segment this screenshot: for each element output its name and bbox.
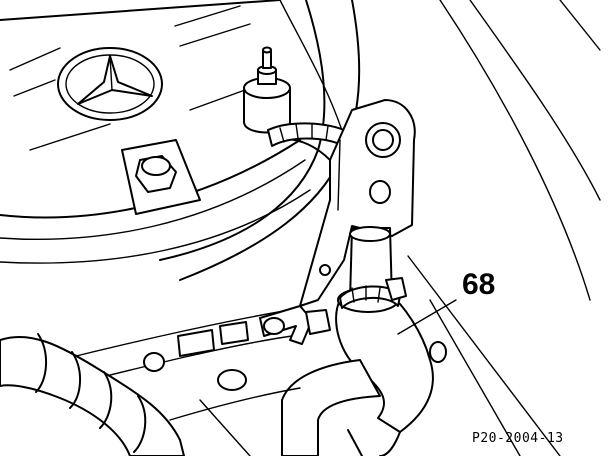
corrugated-hose [0, 333, 185, 456]
hose-clamp-upper [267, 122, 349, 147]
star-logo [57, 47, 163, 121]
lower-pipe [349, 226, 393, 301]
callout-number: 68 [462, 268, 496, 301]
strap-and-bolt [259, 305, 447, 363]
right-edge-lines [407, 255, 561, 456]
vacuum-valve [243, 46, 291, 134]
figure-code: P20-2004-13 [472, 431, 564, 446]
engine-cover [0, 0, 346, 264]
hood-edge-lines [439, 0, 601, 301]
cover-bolt [121, 139, 201, 215]
mounting-bracket [299, 99, 416, 307]
hose-68 [335, 277, 434, 433]
